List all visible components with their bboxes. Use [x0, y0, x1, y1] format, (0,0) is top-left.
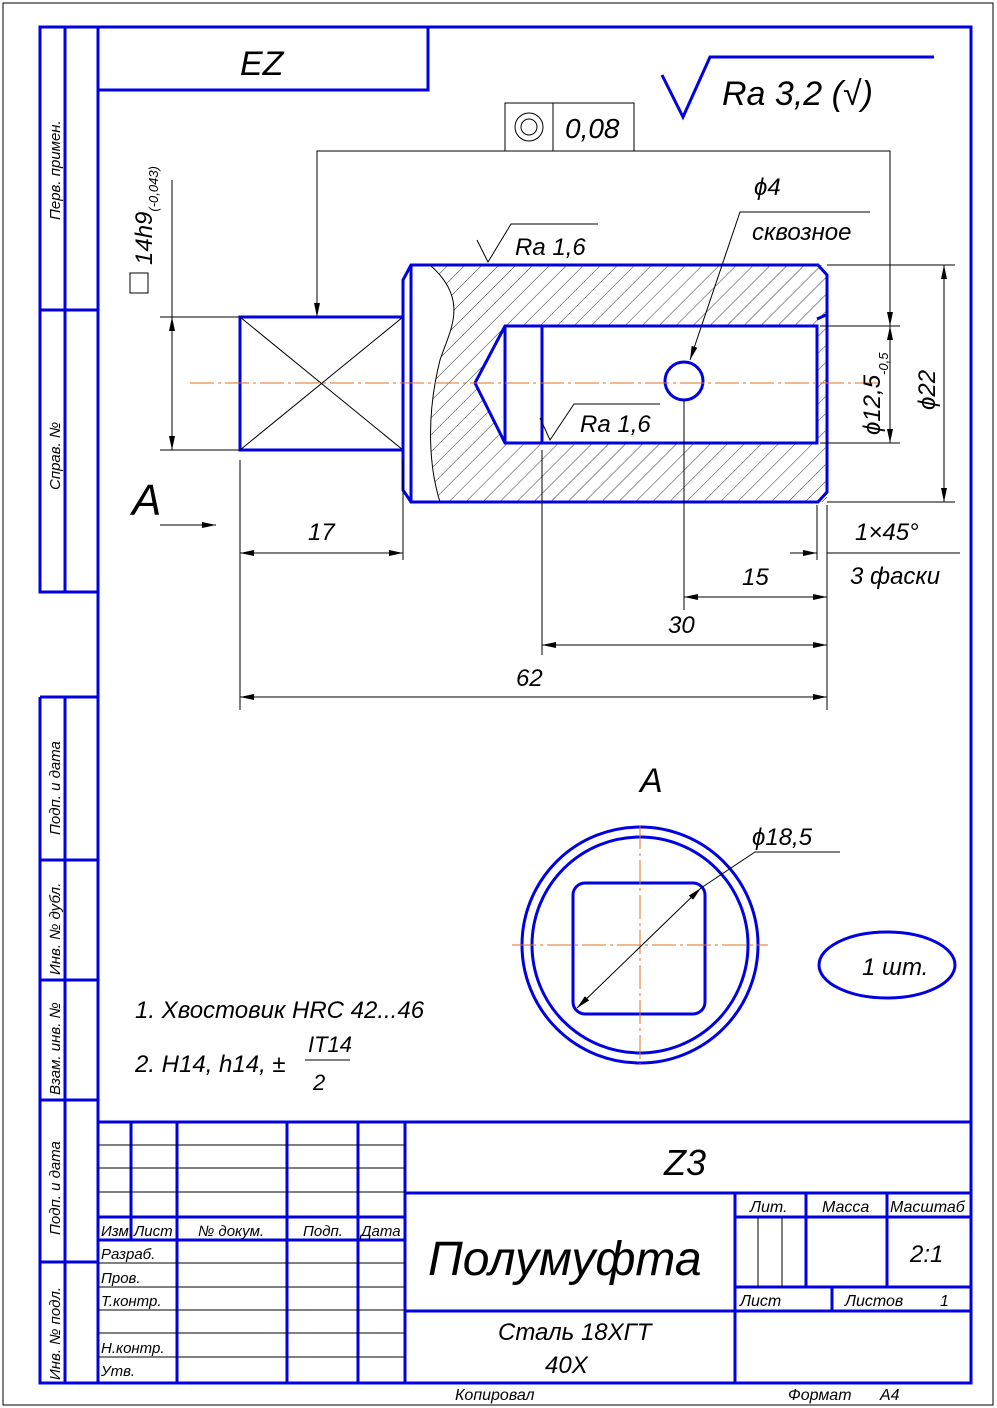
copied-label: Копировал — [455, 1387, 535, 1404]
title-block: Z3 Полумуфта Сталь 18ХГТ 40Х Изм. Лист №… — [3, 1120, 993, 1406]
sheets-label: Листов — [844, 1293, 903, 1310]
stamp-podp-data: Подп. и дата — [47, 741, 64, 835]
note-1: 1. Хвостовик HRC 42...46 — [135, 997, 425, 1024]
format-value: A4 — [879, 1387, 900, 1404]
header-list: Лист — [133, 1223, 173, 1240]
stamp-vzam-inv: Взам. инв. № — [47, 1002, 64, 1095]
concentricity-frame: 0,08 — [314, 102, 893, 326]
stamp-inv-podl: Инв. № подл. — [47, 1287, 64, 1380]
header-izm: Изм. — [101, 1223, 133, 1240]
mass-label: Масса — [822, 1199, 869, 1216]
header-data: Дата — [359, 1223, 401, 1240]
role-razrab: Разраб. — [101, 1246, 155, 1263]
stamp-perv-primen: Перв. примен. — [47, 120, 64, 220]
scale-label: Масштаб — [890, 1199, 966, 1216]
quantity: 1 шт. — [862, 954, 928, 981]
dim-d125: ϕ12,5-0,5 — [859, 352, 891, 435]
lit-label: Лит. — [749, 1199, 787, 1216]
role-tkontr: Т.контр. — [101, 1293, 162, 1310]
dim-62: 62 — [516, 665, 543, 692]
square-symbol-icon — [129, 272, 149, 294]
dim-17: 17 — [308, 519, 336, 546]
stamp-podp-data-2: Подп. и дата — [47, 1141, 64, 1235]
chamfer-note: 3 фаски — [850, 563, 940, 590]
tolerance-value: 0,08 — [565, 113, 620, 144]
chamfer-dim: 1×45° — [855, 519, 919, 546]
note-2: 2. H14, h14, ± — [134, 1051, 286, 1078]
quantity-ellipse — [817, 930, 957, 1000]
material-2: 40Х — [545, 1352, 589, 1379]
ra-outer: Ra 1,6 — [515, 234, 586, 261]
frame — [38, 25, 973, 1385]
role-nkontr: Н.контр. — [101, 1340, 165, 1357]
role-utv: Утв. — [100, 1363, 135, 1380]
note-2-denominator: 2 — [312, 1070, 325, 1095]
view-arrow-label: А — [129, 476, 161, 525]
dim-d22: ϕ22 — [914, 370, 941, 410]
view-title: А — [638, 762, 663, 800]
note-2-numerator: IT14 — [308, 1032, 352, 1057]
part-name: Полумуфта — [428, 1233, 702, 1286]
square-dim: 14h9(-0,043) — [131, 166, 161, 265]
hole-note: сквозное — [752, 219, 851, 246]
material-1: Сталь 18ХГТ — [498, 1319, 654, 1346]
sheets-value: 1 — [940, 1293, 949, 1310]
top-code-box — [98, 27, 430, 92]
format-label: Формат — [788, 1387, 852, 1404]
sheet-label: Лист — [739, 1293, 781, 1310]
header-podp: Подп. — [303, 1223, 343, 1240]
part-section — [190, 263, 880, 504]
roughness-general: Ra 3,2 (√) — [722, 75, 873, 113]
scale-value: 2:1 — [909, 1241, 943, 1268]
dim-15: 15 — [742, 564, 769, 591]
stamp-inv-dubl: Инв. № дубл. — [47, 883, 64, 975]
stamp-sprav: Справ. № — [47, 422, 64, 490]
side-stamp: Перв. примен. Справ. № Подп. и дата Инв.… — [47, 120, 64, 1380]
ra-bore: Ra 1,6 — [580, 411, 651, 438]
roughness-sign — [660, 55, 934, 121]
top-code: EZ — [240, 45, 285, 83]
title-code: Z3 — [663, 1142, 706, 1183]
view-a: ϕ18,5 — [512, 824, 840, 1065]
hole-diameter: ϕ4 — [754, 174, 781, 201]
role-prov: Пров. — [101, 1270, 141, 1287]
header-doc: № докум. — [198, 1223, 264, 1240]
dim-30: 30 — [668, 612, 695, 639]
dim-d185: ϕ18,5 — [752, 824, 813, 851]
